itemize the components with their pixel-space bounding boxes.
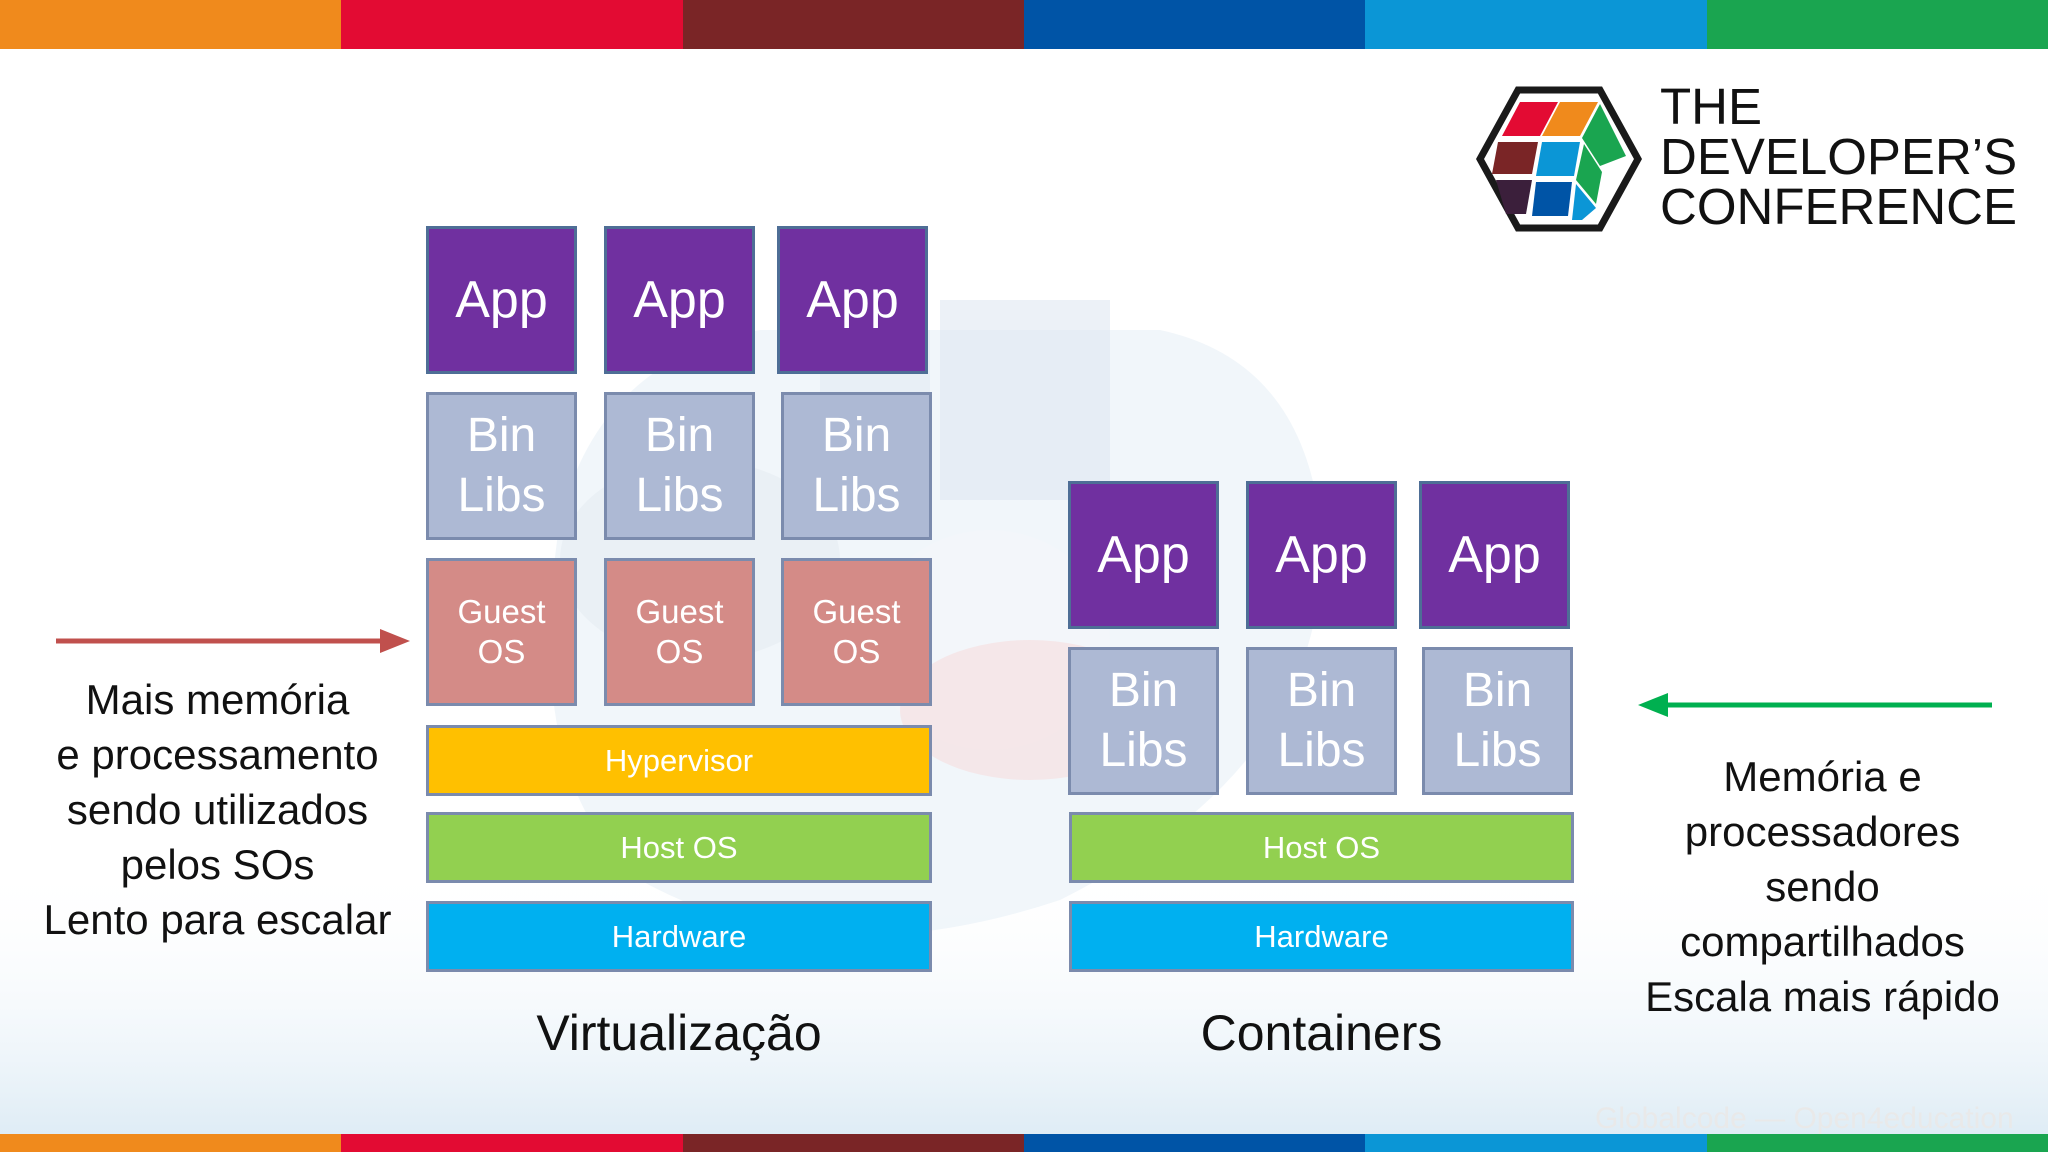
stripe-blue bbox=[1023, 1134, 1366, 1152]
footer-watermark: Globalcode — Open4education bbox=[1595, 1102, 2014, 1135]
vm-app-1: App bbox=[426, 226, 577, 374]
libs-label: Libs bbox=[457, 469, 546, 522]
right-note-line: Memória e bbox=[1723, 753, 1922, 800]
vm-host-os: Host OS bbox=[426, 812, 932, 883]
hardware-label: Hardware bbox=[611, 918, 747, 954]
stripe-maroon bbox=[682, 1134, 1024, 1152]
right-note-line: compartilhados bbox=[1680, 918, 1965, 965]
stripe-lightblue bbox=[1365, 0, 1707, 49]
container-app-3: App bbox=[1419, 481, 1570, 629]
container-binlibs-3: Bin Libs bbox=[1422, 647, 1573, 795]
top-color-stripe bbox=[0, 0, 2048, 49]
app-label: App bbox=[633, 271, 726, 329]
libs-label: Libs bbox=[635, 469, 724, 522]
libs-label: Libs bbox=[1453, 724, 1542, 777]
bin-label: Bin bbox=[1462, 664, 1533, 717]
container-binlibs-1: Bin Libs bbox=[1068, 647, 1219, 795]
libs-label: Libs bbox=[812, 469, 901, 522]
vm-hypervisor: Hypervisor bbox=[426, 725, 932, 796]
stripe-green bbox=[1706, 0, 2048, 49]
app-label: App bbox=[806, 271, 899, 329]
left-arrow-icon bbox=[56, 629, 410, 653]
virtualization-title: Virtualização bbox=[536, 1005, 822, 1061]
vm-guest-os-1: Guest OS bbox=[426, 558, 577, 706]
bin-label: Bin bbox=[821, 409, 892, 462]
container-app-2: App bbox=[1246, 481, 1397, 629]
hypervisor-label: Hypervisor bbox=[604, 742, 754, 778]
app-label: App bbox=[1448, 526, 1541, 584]
stripe-red bbox=[341, 0, 683, 49]
logo-line-1: THE bbox=[1660, 78, 1762, 135]
conference-logo-text: THE DEVELOPER’S CONFERENCE bbox=[1660, 78, 2018, 235]
right-arrow-icon bbox=[1638, 693, 1992, 717]
left-note-line: Mais memória bbox=[85, 676, 350, 723]
left-note: Mais memória e processamento sendo utili… bbox=[10, 672, 425, 947]
vm-hardware: Hardware bbox=[426, 901, 932, 972]
container-hardware: Hardware bbox=[1069, 901, 1574, 972]
right-note-line: processadores bbox=[1684, 808, 1961, 855]
guest-label: Guest bbox=[635, 593, 724, 630]
app-label: App bbox=[1097, 526, 1190, 584]
libs-label: Libs bbox=[1099, 724, 1188, 777]
right-note-line: Escala mais rápido bbox=[1645, 973, 2000, 1020]
app-label: App bbox=[1275, 526, 1368, 584]
vm-binlibs-1: Bin Libs bbox=[426, 392, 577, 540]
os-label: OS bbox=[655, 633, 704, 670]
host-os-label: Host OS bbox=[620, 829, 738, 865]
logo-line-2: DEVELOPER’S bbox=[1660, 128, 2018, 185]
logo-line-3: CONFERENCE bbox=[1660, 178, 2018, 235]
container-binlibs-2: Bin Libs bbox=[1246, 647, 1397, 795]
guest-label: Guest bbox=[812, 593, 901, 630]
vm-app-3: App bbox=[777, 226, 928, 374]
developers-conference-logo-icon bbox=[1476, 86, 1642, 232]
stripe-maroon bbox=[682, 0, 1024, 49]
left-note-line: e processamento bbox=[56, 731, 379, 778]
left-note-line: sendo utilizados bbox=[66, 786, 369, 833]
libs-label: Libs bbox=[1277, 724, 1366, 777]
vm-app-2: App bbox=[604, 226, 755, 374]
os-label: OS bbox=[832, 633, 881, 670]
stripe-lightblue bbox=[1365, 1134, 1707, 1152]
right-note-line: sendo bbox=[1765, 863, 1880, 910]
stripe-blue bbox=[1023, 0, 1366, 49]
left-note-line: pelos SOs bbox=[120, 841, 315, 888]
os-label: OS bbox=[477, 633, 526, 670]
vm-binlibs-2: Bin Libs bbox=[604, 392, 755, 540]
container-host-os: Host OS bbox=[1069, 812, 1574, 883]
stripe-orange bbox=[0, 1134, 342, 1152]
stripe-red bbox=[341, 1134, 683, 1152]
container-app-1: App bbox=[1068, 481, 1219, 629]
bin-label: Bin bbox=[644, 409, 715, 462]
vm-guest-os-2: Guest OS bbox=[604, 558, 755, 706]
right-note: Memória e processadores sendo compartilh… bbox=[1610, 749, 2035, 1024]
guest-label: Guest bbox=[457, 593, 546, 630]
bin-label: Bin bbox=[1286, 664, 1357, 717]
stripe-green bbox=[1706, 1134, 2048, 1152]
bin-label: Bin bbox=[1108, 664, 1179, 717]
hardware-label: Hardware bbox=[1254, 918, 1389, 954]
stripe-orange bbox=[0, 0, 342, 49]
left-note-line: Lento para escalar bbox=[43, 896, 392, 943]
app-label: App bbox=[455, 271, 548, 329]
vm-binlibs-3: Bin Libs bbox=[781, 392, 932, 540]
containers-title: Containers bbox=[1200, 1005, 1443, 1061]
bottom-color-stripe bbox=[0, 1134, 2048, 1152]
bin-label: Bin bbox=[466, 409, 537, 462]
host-os-label: Host OS bbox=[1262, 829, 1381, 865]
vm-guest-os-3: Guest OS bbox=[781, 558, 932, 706]
